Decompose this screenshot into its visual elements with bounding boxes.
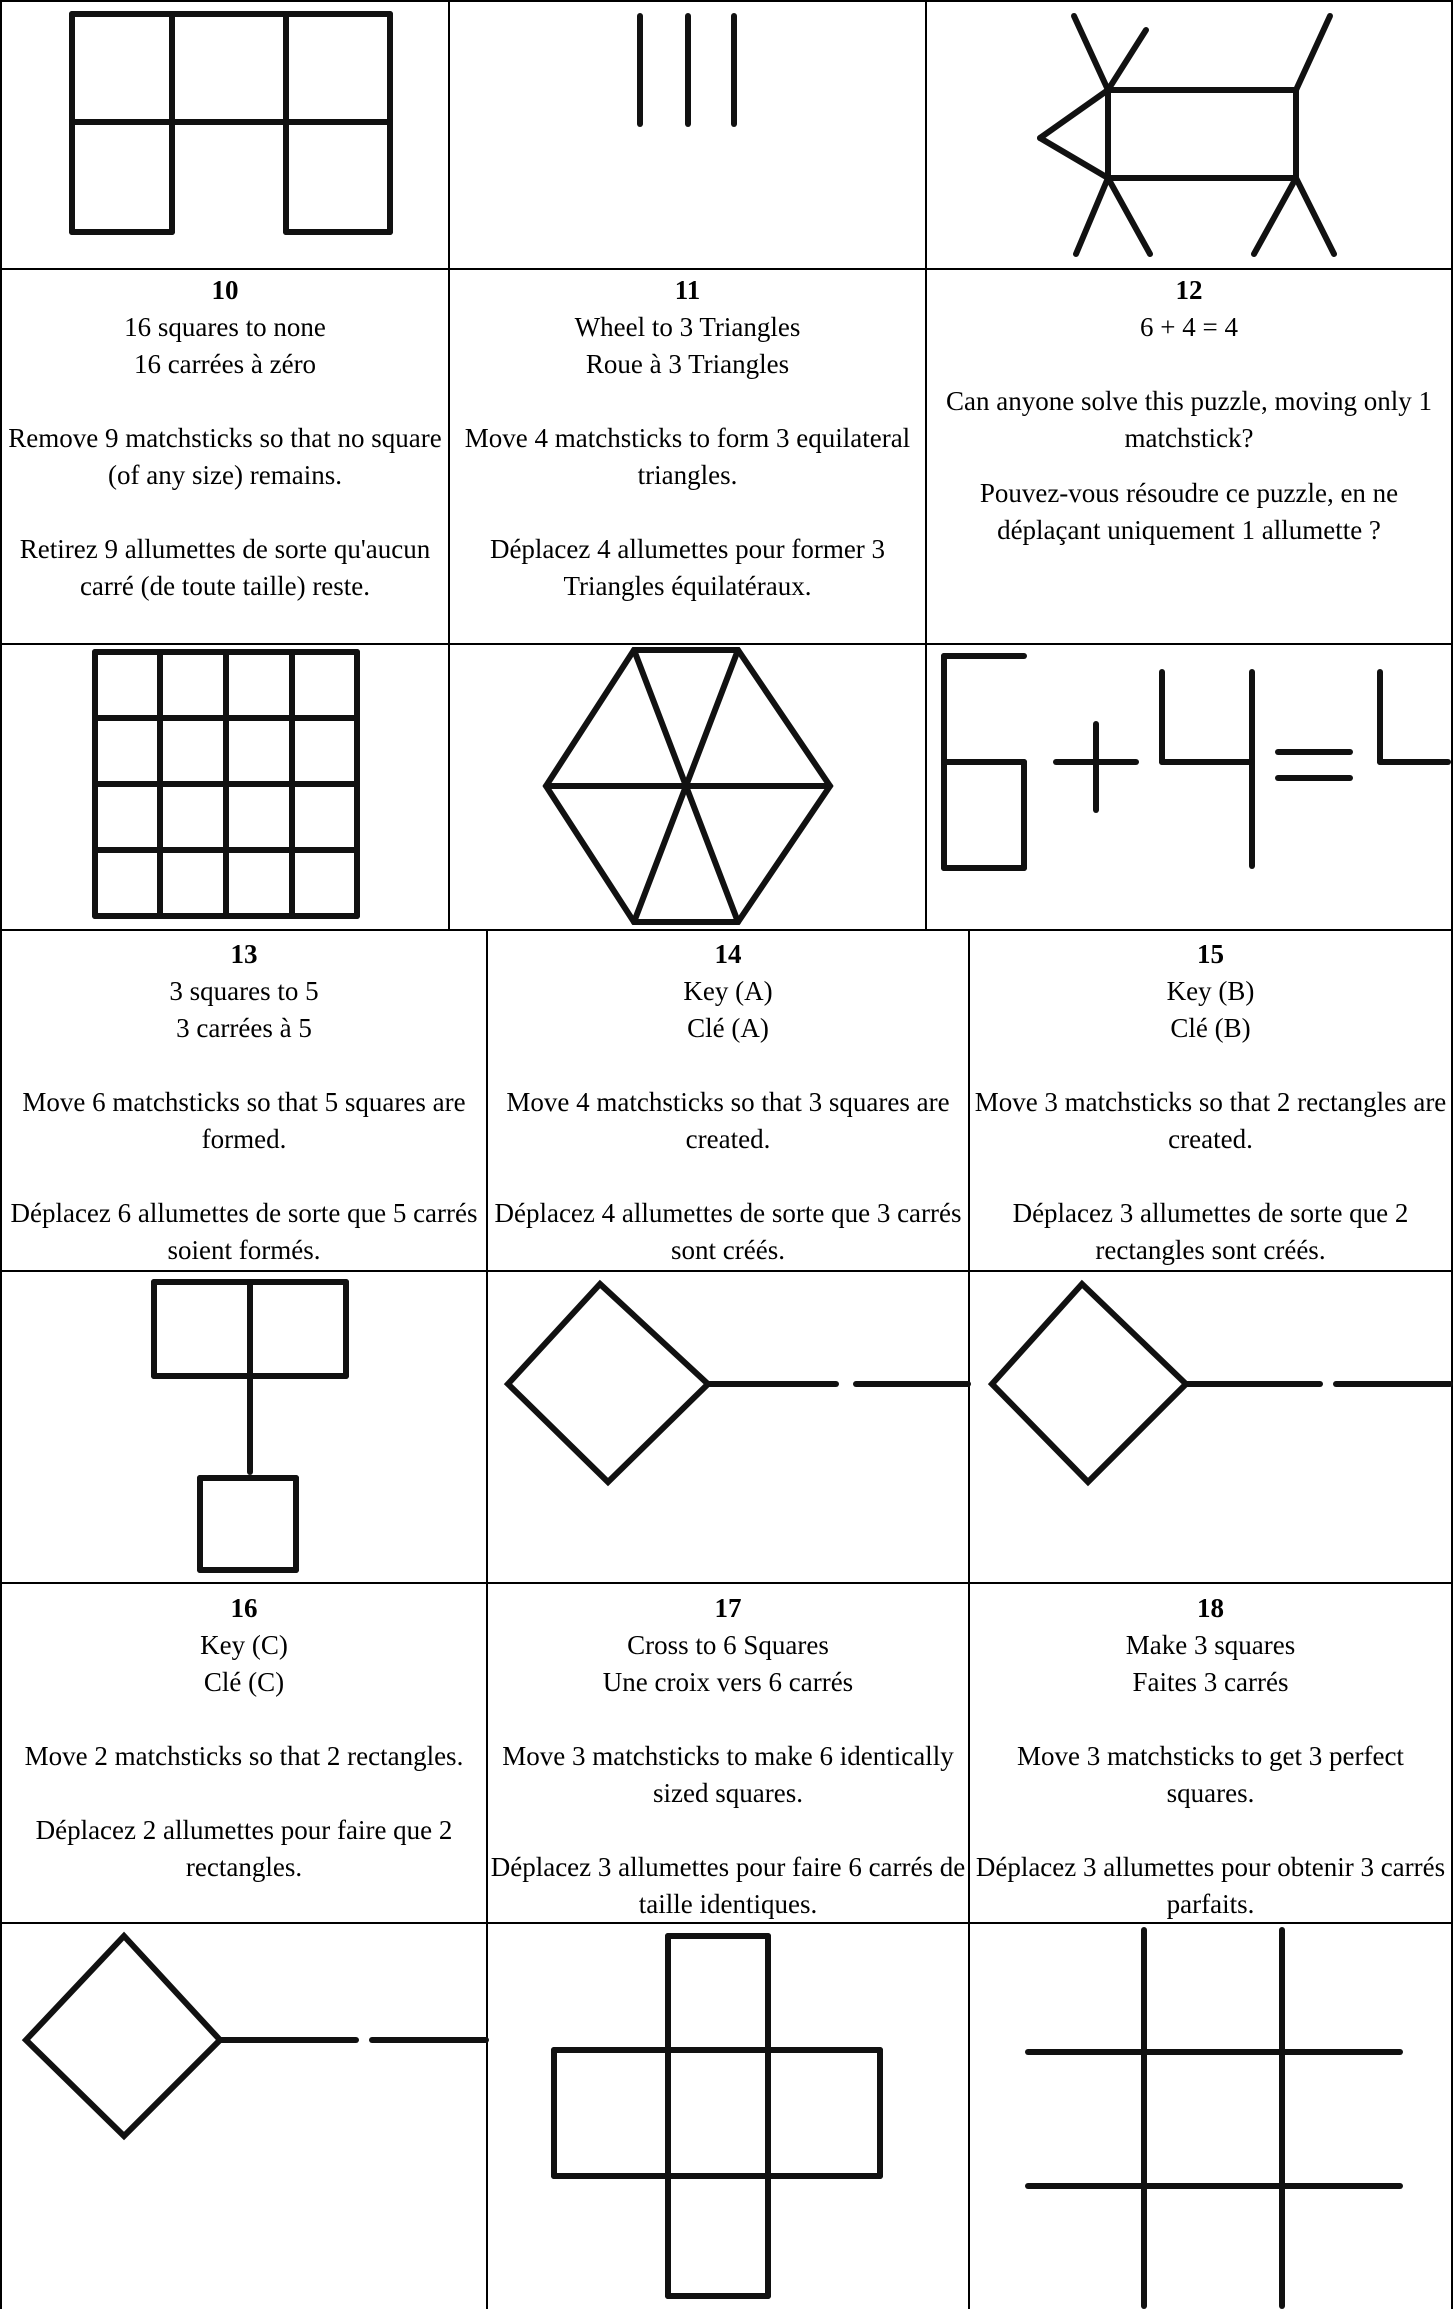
matchstick-figure-18: [1028, 1930, 1400, 2306]
matchstick-figure-17: [554, 1936, 880, 2296]
matchstick-figure-16: [26, 1936, 486, 2136]
